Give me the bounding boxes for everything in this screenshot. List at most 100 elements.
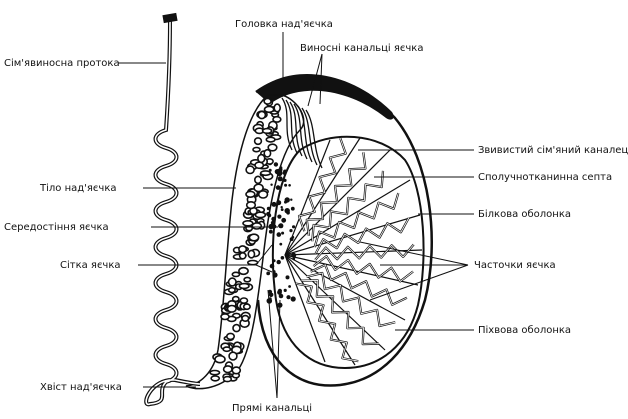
epididymis-coil	[231, 271, 241, 278]
efferent-ductule	[297, 105, 313, 163]
rete-dot	[270, 183, 273, 186]
rete-dot	[273, 162, 279, 167]
epididymis-coil	[263, 97, 272, 105]
epididymis-coil	[263, 148, 272, 158]
epididymis-coil	[232, 323, 241, 333]
epididymis-coil	[220, 313, 230, 321]
epididymis-coils	[209, 97, 282, 383]
leader-efferent-2	[319, 53, 323, 105]
epididymis-coil	[265, 136, 276, 143]
rete-dot	[286, 295, 291, 300]
epididymis-coil	[242, 220, 254, 227]
rete-dot	[280, 255, 285, 260]
rete-dot	[284, 197, 290, 203]
convoluted-tubule-lumen	[314, 244, 415, 261]
epididymis-coil	[273, 103, 282, 113]
epididymis-coil	[248, 233, 260, 242]
convoluted-tubules-group	[295, 137, 415, 363]
rete-dot	[292, 225, 296, 229]
epididymis-coil	[245, 165, 255, 175]
leader-straight-2	[276, 299, 281, 399]
leader-rete-3	[255, 264, 273, 273]
vas-deferens-lumen	[145, 19, 201, 405]
epididymis-coil	[238, 282, 250, 290]
rete-dot	[283, 178, 287, 182]
septum-line	[284, 137, 361, 256]
efferent-ductule	[281, 97, 293, 151]
epididymis-coil	[257, 189, 269, 199]
epididymis-coil	[238, 252, 247, 260]
septum-line	[284, 254, 356, 366]
efferent-ductule	[305, 109, 323, 169]
epididymis-coil	[261, 127, 273, 134]
convoluted-tubule-lumen	[310, 264, 408, 306]
rete-dot	[271, 216, 276, 222]
label-rete-testis: Сітка яєчка	[60, 259, 121, 271]
epididymis-coil	[257, 110, 267, 120]
epididymis-coil	[214, 354, 226, 364]
septum-line	[284, 139, 331, 256]
septum-line	[284, 254, 406, 321]
label-efferent-ductules: Виносні канальці яєчка	[300, 42, 423, 54]
leader-lobules-3	[369, 264, 469, 301]
rete-dot	[290, 198, 293, 201]
rete-dot	[281, 231, 285, 235]
tunica-vaginalis-upper-band	[256, 73, 394, 120]
rete-dot	[291, 235, 295, 239]
label-convoluted-tubule: Звивистий сім'яний каналець	[478, 144, 628, 156]
rete-dot	[272, 270, 276, 273]
rete-dot	[279, 242, 283, 246]
rete-dot	[290, 296, 296, 302]
epididymis-coil	[226, 332, 236, 341]
epididymis-coil	[231, 295, 240, 303]
epididymis-coil	[239, 297, 249, 304]
epididymis-coil	[210, 375, 221, 382]
leader-efferent-1	[307, 53, 323, 107]
septum-line	[284, 254, 386, 351]
septum-line	[284, 214, 421, 256]
epididymis-coil	[227, 286, 236, 294]
label-body-epididymis: Тіло над'яєчка	[39, 182, 116, 194]
leader-rete-2	[255, 244, 273, 266]
tunica-vaginalis-shape	[255, 74, 433, 387]
label-head-epididymis: Головка над'яєчка	[235, 19, 333, 30]
epididymis-coil	[253, 183, 264, 193]
rete-dot	[291, 252, 297, 258]
vas-deferens-cut-end	[162, 12, 178, 24]
rete-dot	[281, 217, 287, 223]
epididymis-coil	[227, 277, 237, 287]
rete-testis-dots	[266, 161, 297, 308]
epididymis-coil	[247, 249, 256, 259]
rete-dot	[277, 214, 282, 219]
rete-dot	[268, 292, 274, 298]
septa-group	[284, 137, 423, 366]
epididymis-coil	[253, 137, 263, 146]
rete-dot	[271, 201, 277, 207]
epididymis-coil	[209, 369, 221, 376]
epididymis-coil	[238, 245, 248, 254]
leader-lobules-1	[359, 241, 469, 266]
label-lobules: Часточки яєчка	[474, 260, 556, 271]
rete-dot	[292, 257, 296, 261]
convoluted-tubule-lumen	[301, 279, 379, 345]
rete-dot	[283, 288, 287, 292]
rete-dot	[284, 183, 288, 187]
tunica-albuginea-shape	[271, 135, 425, 370]
epididymis-coil	[226, 304, 237, 313]
convoluted-tubule-lumen	[314, 192, 399, 248]
convoluted-tubule-lumen	[298, 138, 347, 232]
epididymis-coil	[254, 175, 263, 185]
septum-line	[284, 254, 326, 363]
rete-dot	[277, 176, 283, 182]
leader-straight-1	[267, 289, 278, 399]
rete-dot	[269, 263, 275, 269]
rete-dot	[276, 259, 281, 265]
convoluted-tubule-lumen	[311, 170, 384, 242]
rete-dot	[276, 200, 282, 206]
epididymis-coil	[222, 375, 233, 383]
efferent-ductule	[293, 103, 308, 160]
label-vas-deferens: Сім'явиносна протока	[4, 57, 120, 69]
epididymis-coil	[222, 346, 232, 353]
rete-dot	[284, 208, 290, 214]
